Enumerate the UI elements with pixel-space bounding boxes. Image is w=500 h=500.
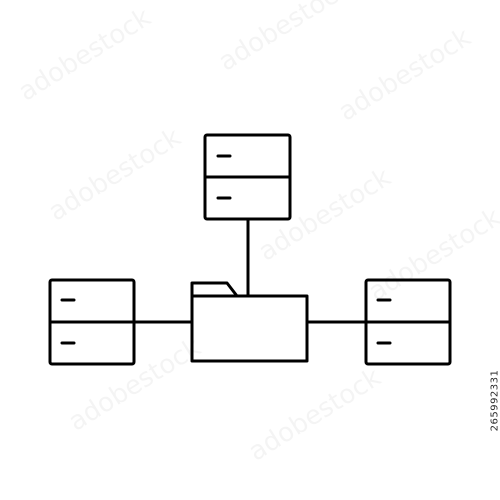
server-icon-left <box>48 278 136 366</box>
folder-icon <box>190 281 309 363</box>
stock-id-text: 265992331 <box>489 369 500 431</box>
server-icon-top <box>203 133 292 221</box>
stock-id-label: 265992331 <box>488 300 500 500</box>
server-icon-right <box>364 278 452 366</box>
